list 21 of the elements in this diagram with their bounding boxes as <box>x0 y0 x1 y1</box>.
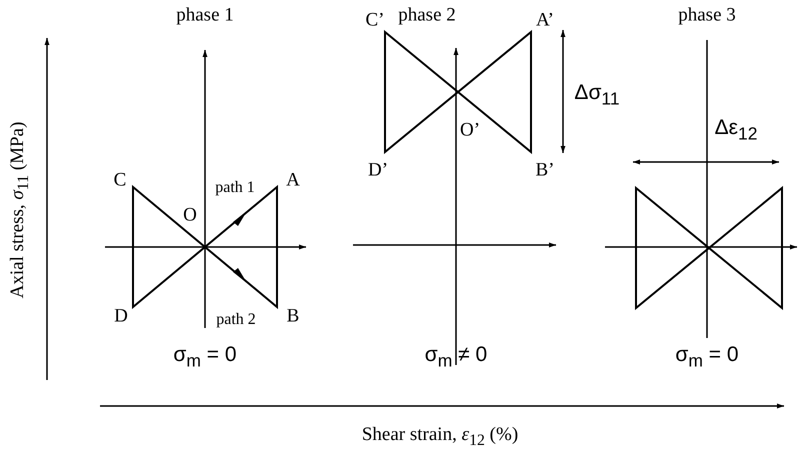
point-label: O <box>183 206 197 224</box>
phase-label: phase 2 <box>398 6 456 24</box>
condition-label: σ$_{m}$ ≠ 0 <box>424 344 488 370</box>
point-label: C’ <box>366 10 384 30</box>
dimension-label: Δσ$_{11}$ <box>574 82 620 108</box>
path-label: path 1 <box>215 180 255 196</box>
point-label: A <box>286 170 300 190</box>
point-label: B <box>286 306 300 326</box>
dimension-label: Δε$_{12}$ <box>714 117 758 143</box>
point-label: O’ <box>460 120 480 140</box>
phase-label: phase 1 <box>176 6 234 24</box>
point-label: D <box>114 306 128 326</box>
axis-title: Shear strain, ε$_{12}$ (%) <box>362 425 518 449</box>
phase-label: phase 3 <box>678 6 736 24</box>
condition-label: σ$_{m}$ = 0 <box>173 344 237 370</box>
point-label: A’ <box>536 10 554 30</box>
point-label: B’ <box>536 160 554 180</box>
point-label: D’ <box>368 160 388 180</box>
condition-label: σ$_{m}$ = 0 <box>675 344 739 370</box>
path-label: path 2 <box>216 312 256 328</box>
point-label: C <box>114 170 126 190</box>
